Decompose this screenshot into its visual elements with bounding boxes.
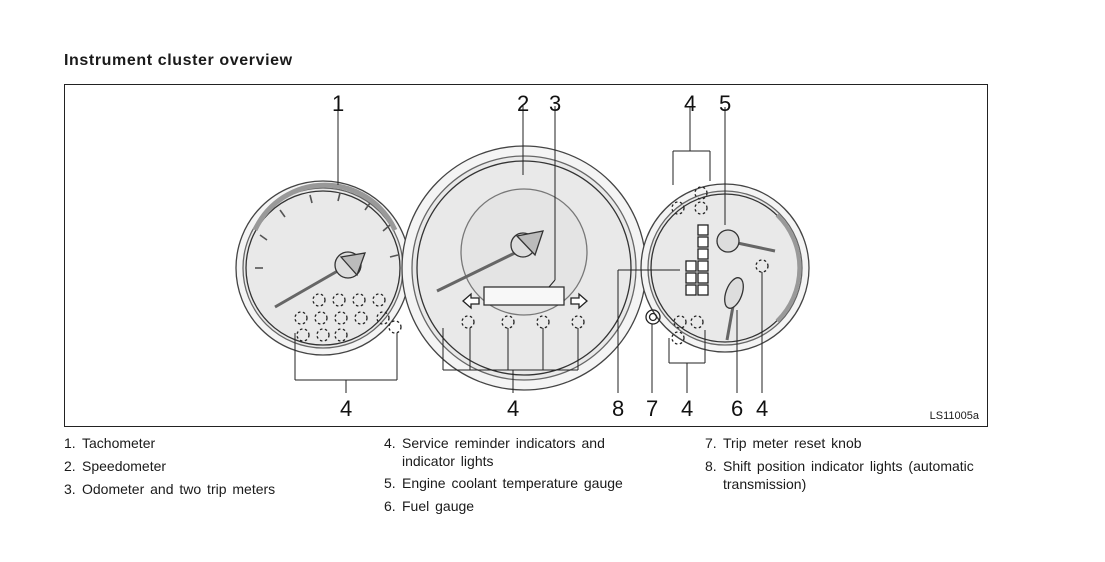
callout-4-left: 4 xyxy=(340,396,353,421)
legend-text: Speedometer xyxy=(82,458,167,474)
callout-7: 7 xyxy=(646,396,659,421)
legend-text: Fuel gauge xyxy=(402,498,475,514)
instrument-cluster-figure: 1 2 3 4 5 4 4 8 7 4 6 4 LS11005a xyxy=(64,84,988,427)
callout-4-far-right: 4 xyxy=(756,396,769,421)
speedometer-drawing xyxy=(401,145,647,391)
legend-text: Odometer and two trip meters xyxy=(82,481,276,497)
tachometer-drawing xyxy=(235,180,411,356)
legend-item-4: 4. Service reminder indicators and indic… xyxy=(384,434,644,474)
callout-4-center: 4 xyxy=(507,396,520,421)
legend-number: 3. xyxy=(64,481,76,497)
callout-1: 1 xyxy=(332,91,345,116)
section-title: Instrument cluster overview xyxy=(64,52,293,69)
legend-text: Service reminder indicators and indicato… xyxy=(402,435,605,469)
legend-text: Engine coolant temperature gauge xyxy=(402,475,623,491)
legend-text: Shift position indicator lights (automat… xyxy=(723,458,974,492)
legend-number: 6. xyxy=(384,498,396,514)
callout-4-bottom-right: 4 xyxy=(681,396,694,421)
callout-3: 3 xyxy=(549,91,562,116)
callout-4-top: 4 xyxy=(684,91,697,116)
legend-number: 4. xyxy=(384,435,396,451)
callout-8: 8 xyxy=(612,396,625,421)
figure-code: LS11005a xyxy=(929,410,979,422)
legend-number: 5. xyxy=(384,475,396,491)
callout-5: 5 xyxy=(719,91,732,116)
legend-item-8: 8. Shift position indicator lights (auto… xyxy=(705,457,1005,497)
legend-number: 7. xyxy=(705,435,717,451)
cluster-drawing xyxy=(235,106,810,393)
legend-number: 1. xyxy=(64,435,76,451)
legend-text: Tachometer xyxy=(82,435,156,451)
legend-number: 8. xyxy=(705,458,717,474)
right-gauge-drawing xyxy=(640,183,810,353)
callout-6: 6 xyxy=(731,396,744,421)
legend-number: 2. xyxy=(64,458,76,474)
callout-2: 2 xyxy=(517,91,530,116)
legend-text: Trip meter reset knob xyxy=(723,435,862,451)
